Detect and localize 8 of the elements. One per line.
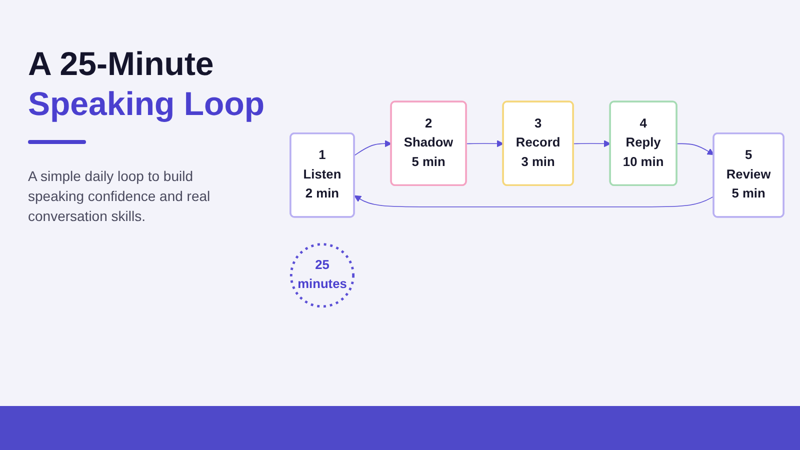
arrow [354, 195, 714, 208]
arrow [676, 143, 714, 156]
arrow [573, 140, 611, 148]
arrow [466, 140, 504, 148]
arrow [354, 140, 392, 156]
node-circle: 25 minutes [290, 243, 355, 308]
description-text: A simple daily loop to build speaking confidence and real conversation skills. [28, 167, 212, 226]
title: A 25-Minute Speaking Loop [28, 44, 266, 124]
